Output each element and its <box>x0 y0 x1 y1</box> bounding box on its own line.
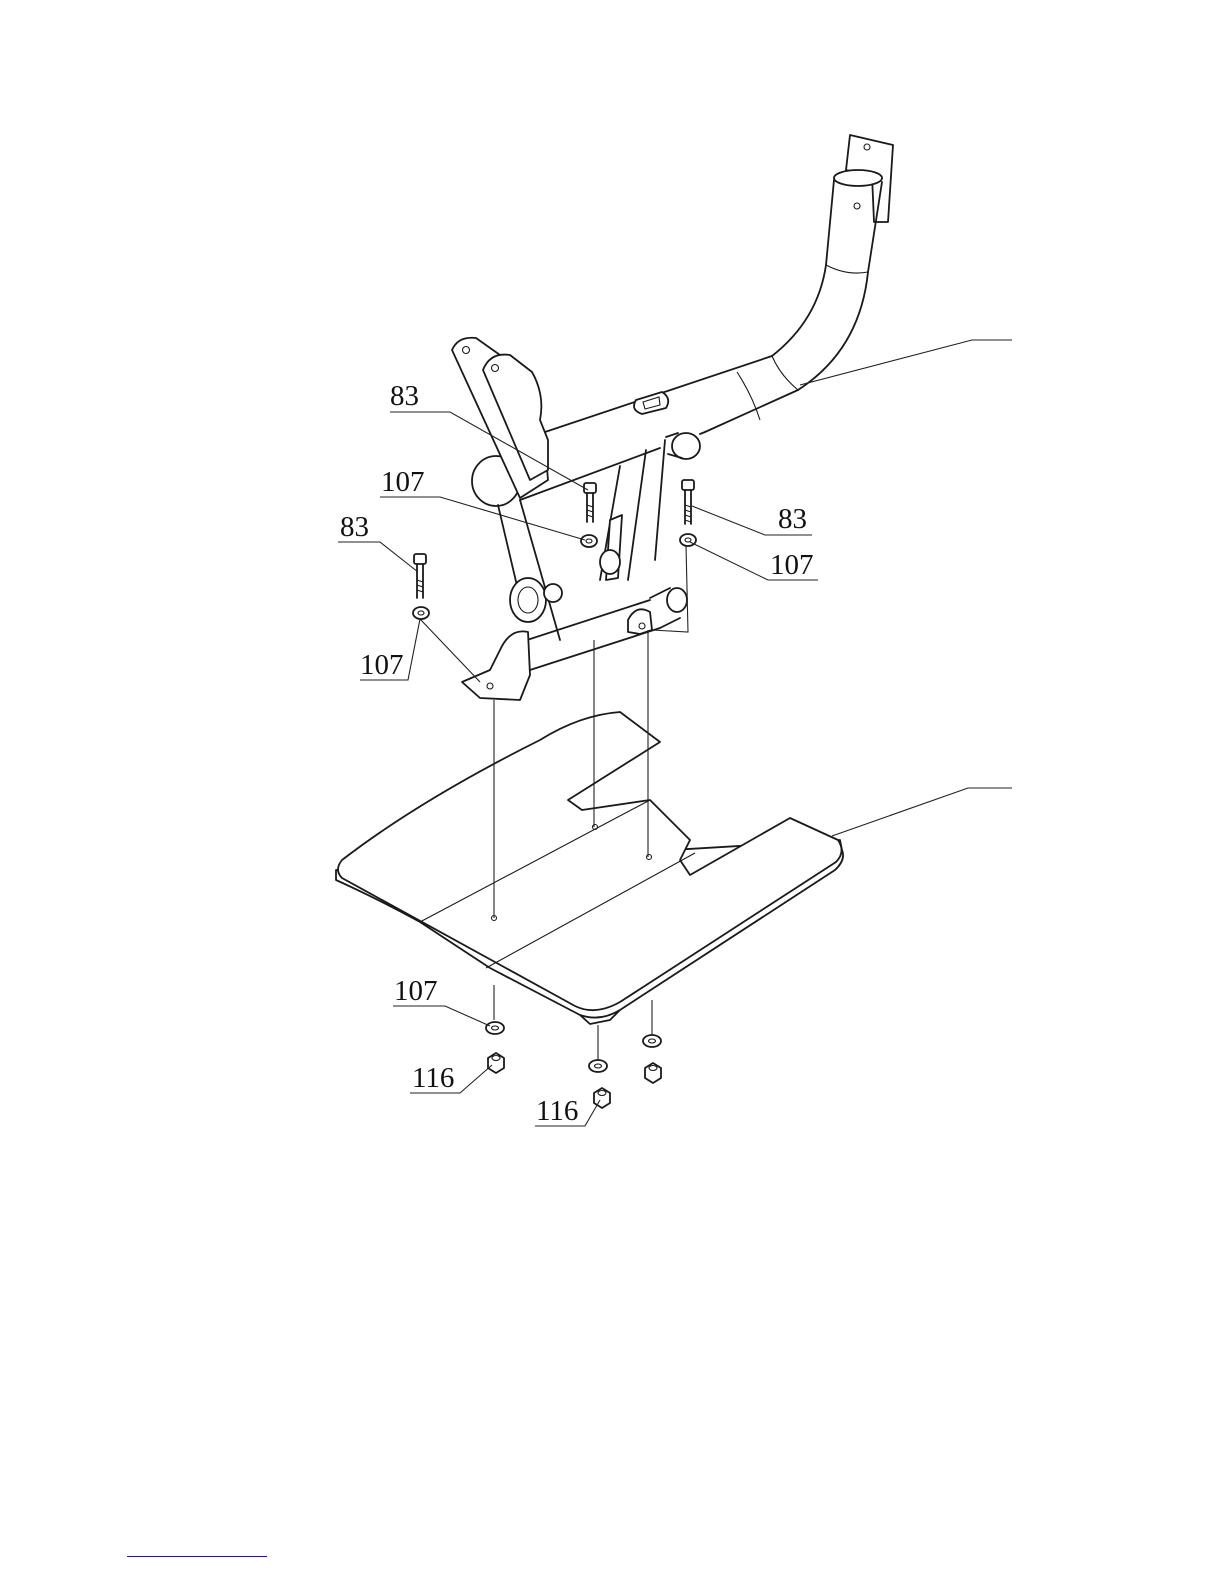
label-nut-center: 116 <box>536 1095 578 1127</box>
label-washer-left: 107 <box>360 649 404 681</box>
label-bolt-right: 83 <box>778 503 807 535</box>
bolt-right <box>682 480 694 524</box>
label-bolt-left: 83 <box>340 511 369 543</box>
nut-right <box>645 1063 661 1083</box>
bolt-left <box>414 554 426 598</box>
label-washer-bottom: 107 <box>394 975 438 1007</box>
label-washer-top-center: 107 <box>381 466 425 498</box>
footer-rule <box>127 1556 267 1557</box>
washer-bottom-right <box>643 1035 661 1047</box>
label-washer-right: 107 <box>770 549 814 581</box>
nut-center <box>594 1088 610 1108</box>
label-nut-left: 116 <box>412 1062 454 1094</box>
leader-lines <box>338 340 1012 1126</box>
lower-crossbar <box>462 588 687 700</box>
nut-left <box>488 1053 504 1073</box>
washer-left <box>413 607 429 619</box>
washer-bottom-center <box>589 1060 607 1072</box>
washer-top-center <box>581 535 597 547</box>
label-bolt-top-center: 83 <box>390 380 419 412</box>
washer-bottom-left <box>486 1022 504 1034</box>
